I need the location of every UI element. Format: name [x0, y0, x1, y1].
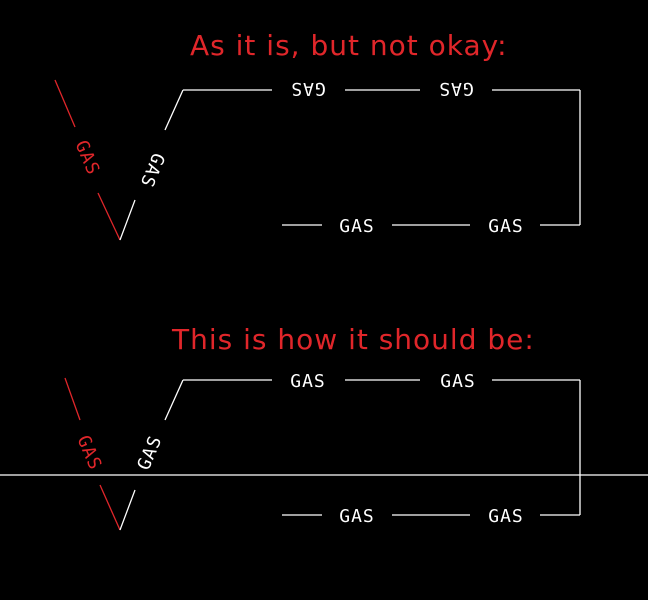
gas-label-top-2-correct: GAS — [440, 371, 476, 392]
gas-label-diagonal-red: GAS — [70, 137, 103, 178]
gas-label-top-1: GAS — [290, 78, 326, 99]
gas-label-top-1-correct: GAS — [290, 371, 326, 392]
red-pipe-upper — [54, 79, 76, 128]
diagram-incorrect — [54, 79, 581, 241]
gas-label-top-2: GAS — [438, 78, 474, 99]
white-pipe-diagonal — [164, 89, 184, 131]
gas-label-bottom-1-correct: GAS — [339, 506, 375, 527]
heading-not-okay: As it is, but not okay: — [190, 29, 508, 62]
gas-label-diagonal-white: GAS — [135, 150, 168, 191]
gas-label-bottom-2: GAS — [488, 216, 524, 237]
gas-label-diagonal-white-correct: GAS — [133, 432, 166, 473]
red-pipe-upper-2 — [64, 377, 81, 421]
red-pipe-lower — [97, 192, 121, 241]
white-pipe-diagonal-2 — [164, 379, 184, 421]
heading-should-be: This is how it should be: — [171, 323, 535, 356]
white-pipe-v — [119, 199, 136, 241]
diagram-correct — [64, 377, 581, 531]
gas-label-bottom-1: GAS — [339, 216, 375, 237]
white-pipe-v-2 — [119, 489, 136, 531]
gas-label-diagonal-red-correct: GAS — [72, 432, 105, 473]
red-pipe-lower-2 — [99, 484, 121, 531]
gas-label-bottom-2-correct: GAS — [488, 506, 524, 527]
